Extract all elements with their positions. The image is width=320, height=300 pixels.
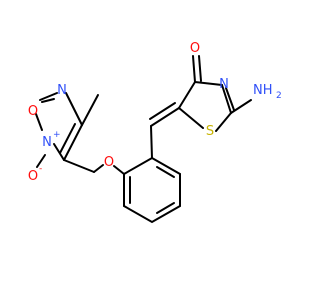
bond-vinyl-benzene: [150, 125, 153, 159]
oxide-charge: -: [39, 164, 42, 174]
bond-s1-c5: [178, 107, 204, 129]
oxide-oxygen-label: O: [28, 169, 38, 184]
bond-exocyclic: [150, 107, 180, 127]
bond-c4-o: [192, 55, 196, 83]
bond-exocyclic-double: [149, 102, 176, 120]
bond-c3-c4: [63, 124, 83, 161]
carbonyl-oxygen-label: O: [190, 41, 200, 56]
ether-oxygen-label: O: [104, 155, 114, 170]
bond-lines: [35, 55, 252, 224]
bond-n5-o1-double: [41, 98, 55, 103]
atom-labels: O N NH 2 S N O N + O - O: [28, 41, 282, 184]
bond-n-oxide: [36, 154, 46, 168]
benzene-inner-1: [156, 166, 175, 178]
bond-c4-o-double: [198, 55, 202, 82]
benzene-ring: [123, 156, 181, 224]
furazan-n-oxide-label: N: [42, 135, 52, 150]
bond-c2-s1: [215, 112, 232, 132]
amine-label: NH: [253, 83, 273, 98]
bond-n3-c2-double: [225, 87, 235, 111]
bond-benzene-o: [113, 165, 125, 175]
benzene-inner-2: [156, 202, 175, 214]
thiazole-sulfur-label: S: [206, 124, 214, 139]
ring-nitrogen-label: N: [219, 77, 229, 92]
bond-c4-n3: [194, 81, 223, 86]
furazan-oxygen-label: O: [28, 104, 38, 119]
n-oxide-charge: +: [53, 130, 61, 140]
furazan-n-top-label: N: [57, 83, 67, 98]
bond-n5-o1: [39, 92, 58, 101]
bond-n3-c2: [221, 84, 232, 114]
bond-methyl: [81, 94, 99, 126]
bond-c4-n5: [65, 92, 83, 126]
bond-c2-nh2: [230, 99, 252, 114]
bond-ch2-furazan: [63, 159, 95, 173]
bond-o1-n2: [35, 113, 43, 131]
amine-subscript: 2: [276, 91, 282, 101]
bond-c5-c4: [178, 81, 196, 109]
molecule-structure: O N NH 2 S N O N + O - O: [28, 41, 282, 224]
bond-n2-c3: [53, 143, 65, 161]
bond-o-ch2: [93, 164, 104, 173]
bond-c3-c4-double: [59, 123, 76, 154]
molecule-canvas: O N NH 2 S N O N + O - O: [27, 41, 282, 224]
